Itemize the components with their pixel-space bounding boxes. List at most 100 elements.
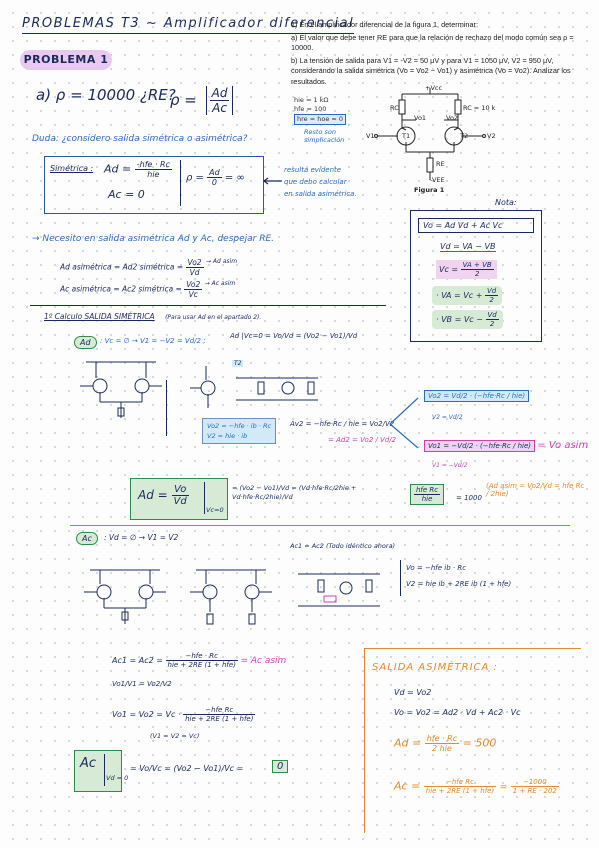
cm-ratio: Vo1/V1 = Vo2/V2 bbox=[112, 680, 172, 688]
ac-asym-lhs: Ac asimétrica = Ac2 simétrica = bbox=[60, 284, 182, 294]
page-title: PROBLEMAS T3 ~ Amplificador diferencial bbox=[22, 16, 355, 34]
ad-final-den2: hie bbox=[421, 495, 433, 503]
nota-vc-lhs: Vc = bbox=[439, 265, 459, 274]
label-vo2: Vo2 bbox=[446, 114, 459, 122]
asym-ac-lhs: Ac = bbox=[394, 779, 421, 793]
nota-vc-den: 2 bbox=[474, 270, 480, 278]
side-note-3: en salida asimétrica. bbox=[284, 190, 357, 198]
symmetric-box bbox=[44, 156, 264, 214]
vo1-cm-den: hie + 2RE (1 + hfe) bbox=[185, 715, 254, 723]
ad-asym-den: Vd bbox=[189, 268, 200, 277]
cm-circuit-sketch-1 bbox=[84, 569, 166, 624]
label-v1: V1 bbox=[366, 132, 375, 140]
asym-ad-val: = 500 bbox=[462, 736, 497, 750]
ac-final-lhs: Ac bbox=[80, 756, 97, 771]
ad-final-sub: Vc=0 bbox=[206, 506, 224, 514]
param-hie: hie = 1 kΩ bbox=[294, 96, 329, 104]
ad-final-num2: hfe Rc bbox=[414, 486, 441, 495]
ac-final-bar bbox=[104, 754, 106, 786]
label-vee: -VEE bbox=[430, 176, 445, 184]
vo1-cm-num: −hfe Rc bbox=[183, 706, 256, 715]
divider-2 bbox=[70, 525, 570, 527]
vo1-sub: V1 = −Vd/2 bbox=[432, 462, 468, 469]
ac-cond: : Vd = ∅ → V1 = V2 bbox=[104, 533, 179, 542]
sym-calc-title: 1º Calculo SALIDA SIMÉTRICA bbox=[44, 312, 155, 321]
asym-box bbox=[364, 648, 581, 833]
t2-note: Vo2 = −hfe · ib · Rc V2 = hie · ib bbox=[202, 418, 277, 444]
param-hfe: hfe = 100 bbox=[294, 105, 327, 113]
sym-calc-heading: 1º Calculo SALIDA SIMÉTRICA (Para usar A… bbox=[44, 312, 261, 321]
ac-final-box bbox=[74, 750, 122, 792]
asym-ac-num: −hfe Rc bbox=[423, 778, 497, 787]
rho-lhs: ρ = bbox=[170, 91, 197, 109]
arrow-icon bbox=[263, 177, 282, 185]
ad-asym-num: Vo2 bbox=[185, 258, 204, 268]
statement-b: b) La tensión de salida para V1 = -V2 = … bbox=[291, 55, 571, 86]
t2-note-2: V2 = hie · ib bbox=[207, 432, 248, 440]
ac-equal-note: Ac1 = Ac2 (Todo idéntico ahora) bbox=[290, 542, 396, 550]
ac-asym-den: Vc bbox=[188, 290, 198, 299]
asym-ad-den: 2 hie bbox=[432, 744, 452, 753]
vo1-box-text: Vo1 = −Vd/2 · (−hfe·Rc / hie) bbox=[424, 440, 535, 452]
label-v2: V2 bbox=[487, 132, 496, 140]
side-note-2: que debo calcular bbox=[284, 178, 347, 186]
nota-box bbox=[410, 210, 542, 342]
ad-final-box bbox=[130, 478, 228, 520]
cm-brace bbox=[400, 560, 402, 596]
divider-1 bbox=[30, 305, 386, 307]
cm-eq-v2: V2 = hie ib + 2RE ib (1 + hfe) bbox=[406, 580, 512, 588]
nota-vo: Vo = Ad Vd + Ac Vc bbox=[418, 218, 534, 233]
ad-final-num: Vo bbox=[171, 484, 189, 496]
ac-final-val: 0 bbox=[272, 760, 289, 773]
param-hre: hre = hoe = 0 bbox=[294, 114, 347, 125]
asym-ac-den: hie + 2RE (1 + hfe) bbox=[425, 787, 495, 795]
ad-final-den: Vd bbox=[173, 496, 187, 507]
ad-final-bar bbox=[204, 482, 206, 514]
sym-ad-den: hie bbox=[147, 170, 160, 179]
doubt-line: Duda: ¿considero salida simétrica o asim… bbox=[32, 134, 248, 144]
nota-vb-den: 2 bbox=[489, 320, 495, 328]
label-vo1: Vo1 bbox=[414, 114, 427, 122]
small-signal-sketch bbox=[236, 377, 318, 401]
nota-vb-lhs: · VB = Vc − bbox=[436, 315, 483, 324]
nota-vc-num: VA + VB bbox=[460, 261, 494, 270]
vo1-tag: = Vo asim bbox=[537, 440, 589, 451]
sym-label: Simétrica : bbox=[50, 164, 94, 173]
problem-badge: PROBLEMA 1 bbox=[20, 50, 112, 70]
part-a-question: a) ρ = 10000 ¿RE? bbox=[36, 86, 176, 104]
label-vcc: +Vcc bbox=[425, 84, 443, 92]
av2-line: Av2 = −hfe·Rc / hie = Vo2/V2 bbox=[290, 420, 395, 428]
label-rc-left: RC bbox=[390, 104, 399, 112]
vo2-sub: V2 = Vd/2 bbox=[432, 414, 463, 421]
figure-1-circuit bbox=[374, 88, 486, 180]
sym-rho-rhs: = ∞ bbox=[224, 172, 245, 184]
sym-sketch-divider bbox=[166, 380, 168, 436]
vo2-box-text: Vo2 = Vd/2 · (−hfe·Rc / hie) bbox=[424, 390, 530, 402]
ac-final-sub: Vd = 0 bbox=[106, 774, 129, 782]
ad-expr: Ad |Vc=0 = Vo/Vd = (Vo2 − Vo1)/Vd bbox=[230, 332, 358, 340]
fork-arrows bbox=[389, 397, 419, 449]
asym-ad-lhs: Ad = bbox=[394, 736, 422, 750]
nota-title: Nota: bbox=[495, 198, 517, 207]
ad-tag: Ad bbox=[74, 336, 97, 349]
cm-eq-vo: Vo = −hfe ib · Rc bbox=[406, 564, 467, 572]
ac1-den: hie + 2RE (1 + hfe) bbox=[167, 661, 236, 669]
ac-asym-tag: → Ac asim bbox=[204, 280, 236, 287]
params-note: Resto son simplicación bbox=[304, 128, 345, 144]
asym-l1: Vd = Vo2 bbox=[394, 688, 432, 697]
problem-statement: 1) En el amplificador diferencial de la … bbox=[291, 20, 581, 89]
sym-rho-den: 0 bbox=[211, 178, 217, 187]
ac1-num: −hfe · Rc bbox=[165, 652, 238, 661]
asym-title: SALIDA ASIMÉTRICA : bbox=[372, 662, 498, 673]
rho-den: Ac bbox=[212, 101, 227, 115]
